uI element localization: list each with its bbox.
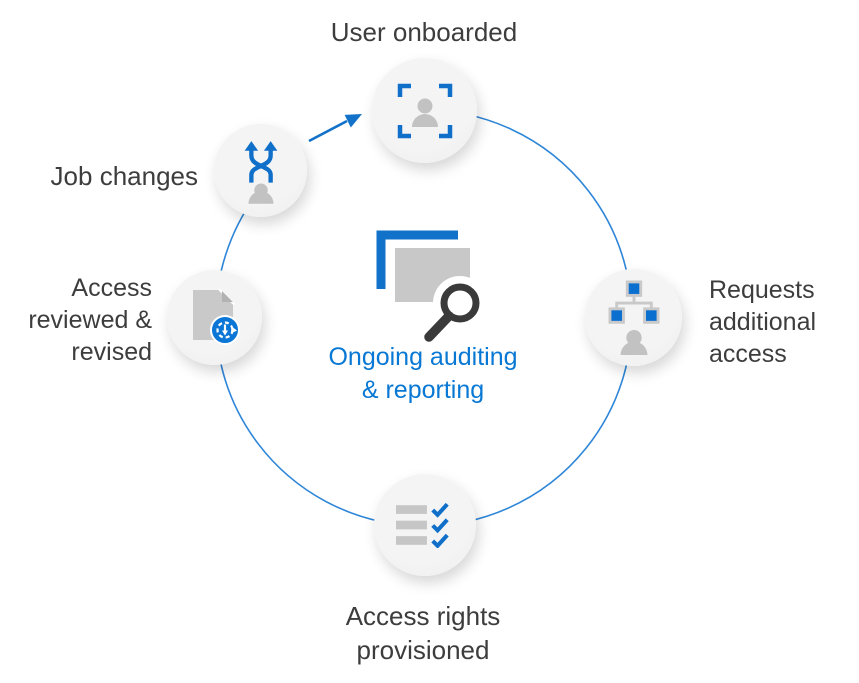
document-history-clock-icon [192,287,240,345]
label-access-reviewed: Access reviewed & revised [28,274,152,366]
org-chart-user-icon [608,280,659,355]
node-access-reviewed [167,270,262,365]
shuffle-arrows-user-icon [244,140,277,204]
node-user-onboarded [372,58,477,163]
label-access-provisioned: Access rights provisioned [345,601,501,665]
label-job-changes: Job changes [50,161,198,191]
label-requests-additional: Requests additional access [709,276,817,368]
user-badge-frame-icon [397,83,452,138]
flow-arrow-line [308,119,348,143]
checklist-checkmarks-icon [396,502,449,548]
node-job-changes [214,124,307,217]
documents-magnifier-icon [376,230,483,342]
label-center-audit: Ongoing auditing & reporting [328,343,518,404]
flow-arrow-head-icon [344,114,362,128]
node-requests-additional [585,269,682,366]
node-access-provisioned [374,474,476,576]
label-user-onboarded: User onboarded [330,17,518,47]
